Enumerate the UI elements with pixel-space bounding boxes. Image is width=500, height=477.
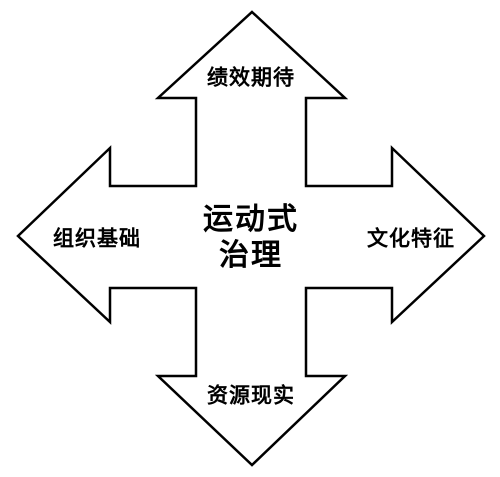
top-label-performance-expectation: 绩效期待 (207, 64, 295, 90)
bottom-label-resource-reality: 资源现实 (207, 382, 295, 408)
left-label-organizational-foundation: 组织基础 (53, 225, 141, 251)
center-title-line2: 治理 (219, 238, 283, 273)
right-label-cultural-characteristics: 文化特征 (367, 225, 455, 251)
center-title: 运动式 治理 (203, 202, 299, 274)
center-title-line1: 运动式 (203, 202, 299, 237)
four-way-arrow-shape (16, 10, 486, 467)
